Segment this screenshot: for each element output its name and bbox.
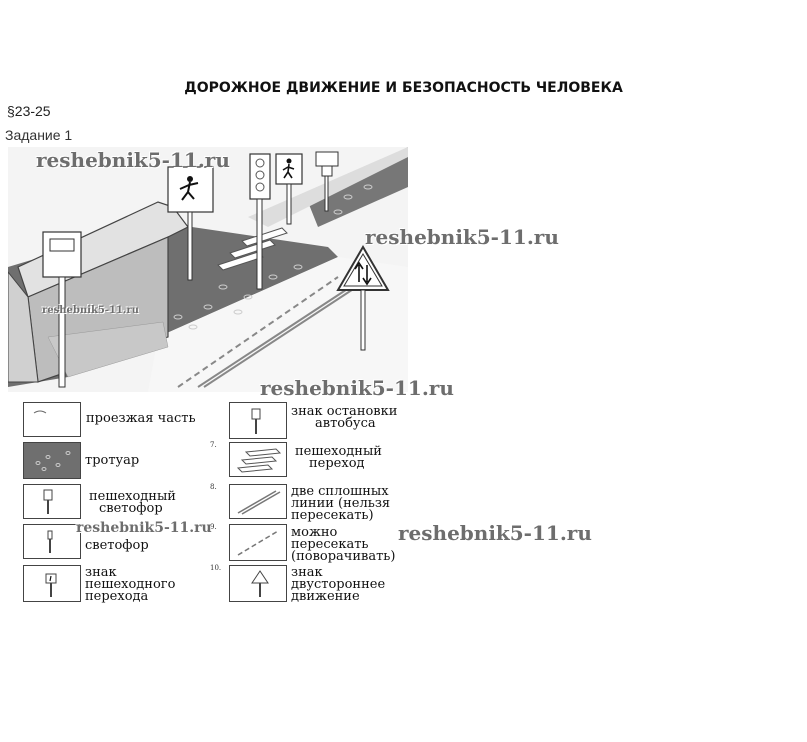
legend-number: 9. bbox=[210, 523, 217, 531]
legend-label: тротуар bbox=[85, 453, 140, 468]
section-number: §23-25 bbox=[7, 103, 51, 119]
road-markings bbox=[177, 276, 365, 388]
task-label: Задание 1 bbox=[5, 127, 73, 143]
street-scene-illustration bbox=[8, 147, 408, 392]
watermark: reshebnik5-11.ru bbox=[76, 520, 212, 536]
far-sign bbox=[315, 151, 339, 212]
legend-number: 7. bbox=[210, 441, 217, 449]
legend-number: 8. bbox=[210, 483, 217, 491]
legend-number: 10. bbox=[210, 564, 222, 572]
crossing-sign bbox=[167, 166, 214, 281]
crossing-sign-icon bbox=[23, 565, 81, 602]
legend-label: пересекать bbox=[291, 537, 369, 552]
legend-label: знак остановки bbox=[291, 404, 398, 419]
legend-label: переход bbox=[309, 456, 365, 471]
page-title: ДОРОЖНОЕ ДВИЖЕНИЕ И БЕЗОПАСНОСТЬ ЧЕЛОВЕК… bbox=[184, 80, 623, 96]
sidewalk-icon bbox=[23, 442, 81, 479]
legend-label: светофор bbox=[99, 501, 163, 516]
bus-stop-sign-icon bbox=[229, 402, 287, 439]
pedestrian-traffic-light-icon bbox=[23, 484, 81, 519]
legend-label: можно bbox=[291, 525, 338, 540]
watermark: reshebnik5-11.ru bbox=[36, 148, 230, 172]
watermark: reshebnik5-11.ru bbox=[365, 225, 559, 249]
legend-label: пешеходный bbox=[295, 444, 382, 459]
watermark: reshebnik5-11.ru bbox=[398, 521, 592, 545]
zebra-crossing-icon bbox=[229, 442, 287, 477]
legend-label: двустороннее bbox=[291, 577, 386, 592]
legend-label: пересекать) bbox=[291, 508, 374, 523]
legend-label: линии (нельзя bbox=[291, 496, 391, 511]
sidewalk-pebbles bbox=[173, 184, 373, 330]
legend-label: светофор bbox=[85, 538, 149, 553]
legend-label: перехода bbox=[85, 589, 149, 604]
watermark: reshebnik5-11.ru bbox=[260, 376, 454, 400]
dashed-line-icon bbox=[229, 524, 287, 561]
traffic-light bbox=[249, 153, 271, 290]
legend-label: знак bbox=[85, 565, 117, 580]
traffic-light-icon bbox=[23, 524, 81, 559]
bus-stop-sign bbox=[42, 231, 82, 388]
watermark: reshebnik5-11.ru bbox=[42, 305, 139, 316]
legend-label: знак bbox=[291, 565, 323, 580]
two-way-traffic-sign bbox=[336, 245, 390, 351]
legend-label: (поворачивать) bbox=[291, 549, 396, 564]
legend-label: проезжая часть bbox=[86, 411, 196, 426]
pedestrian-traffic-light bbox=[275, 153, 303, 225]
legend-label: пешеходный bbox=[89, 489, 176, 504]
legend-label: две сплошных bbox=[291, 484, 389, 499]
double-solid-line-icon bbox=[229, 484, 287, 519]
road-icon bbox=[23, 402, 81, 437]
legend-label: движение bbox=[291, 589, 360, 604]
zebra-crossing bbox=[217, 227, 288, 271]
legend-label: автобуса bbox=[315, 416, 376, 431]
legend-label: пешеходного bbox=[85, 577, 176, 592]
two-way-traffic-sign-icon bbox=[229, 565, 287, 602]
